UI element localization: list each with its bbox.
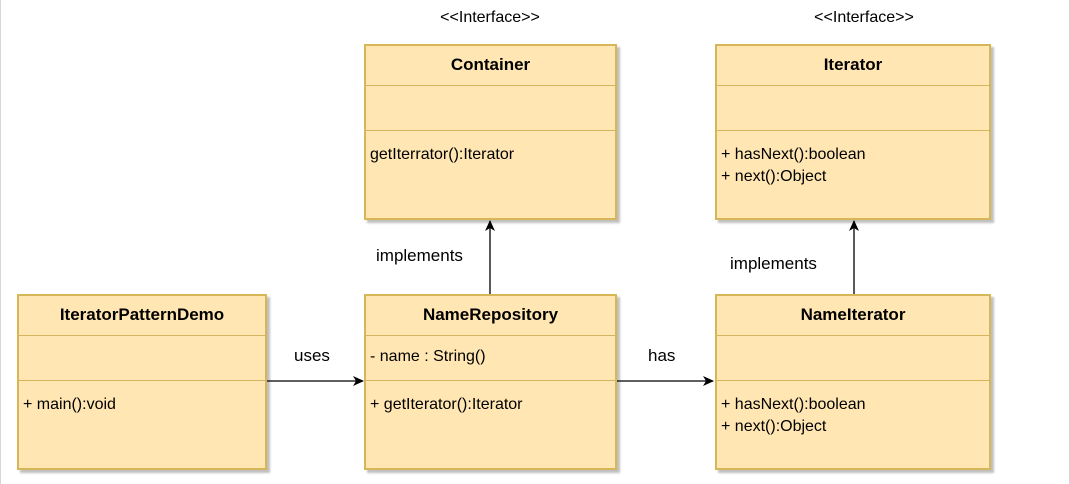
iterator-class[interactable]: Iterator + hasNext():boolean + next():Ob… [715, 44, 991, 220]
demo-method: + main():void [23, 396, 116, 413]
name-repository-class[interactable]: NameRepository - name : String() + getIt… [364, 294, 617, 470]
iterator-class-name: Iterator [823, 55, 883, 74]
container-stereotype: <<Interface>> [440, 9, 540, 26]
container-divider-2 [366, 130, 615, 131]
iterator-divider-2 [717, 130, 989, 131]
container-divider-1 [366, 85, 615, 86]
demo-divider-2 [19, 380, 265, 381]
container-class-name: Container [450, 55, 531, 74]
iterator-method: + next():Object [721, 168, 827, 185]
repository-class-name: NameRepository [422, 305, 559, 324]
nameiterator-divider-2 [717, 380, 989, 381]
nameiterator-method: + next():Object [721, 418, 827, 435]
repository-attributes: - name : String() [370, 346, 613, 368]
repository-method: + getIterator():Iterator [370, 396, 523, 413]
demo-divider-1 [19, 335, 265, 336]
container-method: getIterrator():Iterator [370, 146, 515, 163]
demo-class-name: IteratorPatternDemo [59, 305, 225, 324]
iterator-method: + hasNext():boolean [721, 146, 866, 163]
nameiterator-methods: + hasNext():boolean + next():Object [721, 394, 987, 438]
repository-divider-2 [366, 380, 615, 381]
left-frame-border [0, 0, 1, 484]
repository-attribute: - name : String() [370, 348, 486, 365]
nameiterator-class-name: NameIterator [800, 305, 906, 324]
iterator-pattern-demo-class[interactable]: IteratorPatternDemo + main():void [17, 294, 267, 470]
nameiterator-method: + hasNext():boolean [721, 396, 866, 413]
nameiterator-divider-1 [717, 335, 989, 336]
has-label: has [648, 346, 676, 365]
implements-iterator-label: implements [730, 254, 817, 273]
uses-label: uses [294, 346, 330, 365]
repository-methods: + getIterator():Iterator [370, 394, 613, 416]
container-class[interactable]: Container getIterrator():Iterator [364, 44, 617, 220]
iterator-methods: + hasNext():boolean + next():Object [721, 144, 987, 188]
demo-methods: + main():void [23, 394, 263, 416]
container-methods: getIterrator():Iterator [370, 144, 613, 166]
iterator-stereotype: <<Interface>> [814, 9, 914, 26]
name-iterator-class[interactable]: NameIterator + hasNext():boolean + next(… [715, 294, 991, 470]
repository-divider-1 [366, 335, 615, 336]
iterator-divider-1 [717, 85, 989, 86]
implements-container-label: implements [376, 246, 463, 265]
